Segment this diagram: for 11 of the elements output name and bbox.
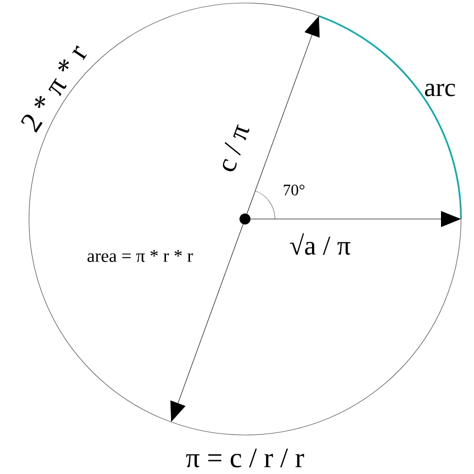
area-formula: area = π * r * r [88, 250, 193, 262]
angle-label: 70° [284, 184, 304, 196]
arc-label: arc [425, 84, 456, 96]
pi-formula: π = c / r / r [186, 448, 304, 468]
arrow [246, 16, 320, 214]
center-dot [240, 214, 250, 224]
circumference-label: 2 * π * r [21, 45, 87, 133]
edge-label: c / π [214, 120, 252, 176]
edge-label: √a / π [288, 232, 352, 256]
arrow [170, 224, 244, 422]
arrow [250, 211, 461, 227]
